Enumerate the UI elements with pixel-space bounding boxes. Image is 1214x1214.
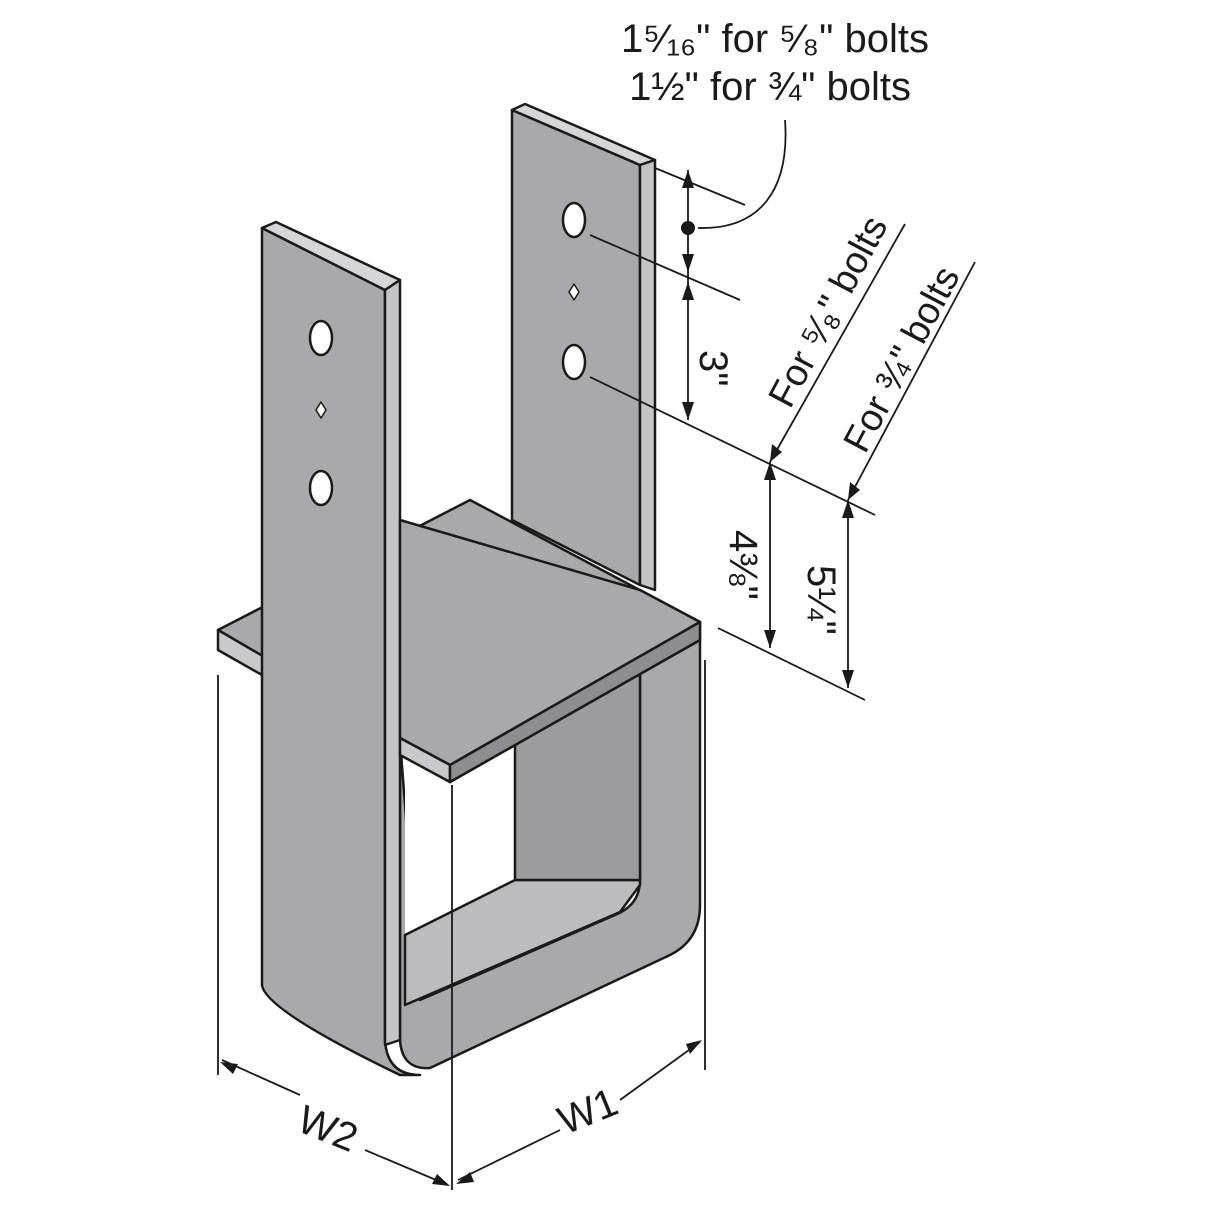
- callout-dot: [681, 221, 695, 235]
- w2-label: W2: [292, 1098, 364, 1161]
- dimension-lines: [217, 119, 976, 1190]
- height-5-8-label: 4⅜": [721, 530, 765, 600]
- back-strap: [510, 102, 657, 592]
- bolt-hole: [561, 343, 587, 381]
- nail-hole: [315, 401, 327, 419]
- bolt-hole: [308, 319, 334, 357]
- callout-line-1: 1⁵⁄₁₆" for ⁵⁄₈" bolts: [621, 17, 929, 61]
- arrowheads: [220, 170, 860, 1186]
- bolt-hole: [308, 469, 334, 507]
- height-3-4-label: 5¼": [799, 565, 843, 635]
- front-strap: [260, 220, 422, 1077]
- callout-line-2: 1½" for ¾" bolts: [629, 65, 911, 109]
- hole-spacing-label: 3": [691, 350, 735, 386]
- nail-hole: [568, 283, 580, 301]
- bolt-hole: [561, 201, 587, 239]
- w1-label: W1: [552, 1080, 624, 1143]
